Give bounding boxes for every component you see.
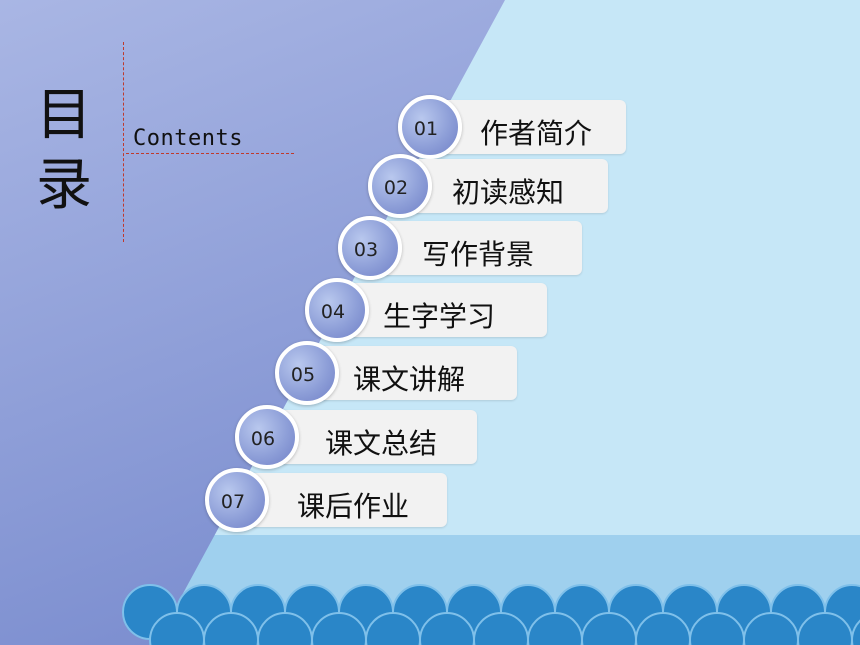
menu-pill: [398, 159, 608, 213]
horizontal-guide-line: [126, 153, 294, 154]
number-badge: [338, 216, 402, 280]
number-badge: [305, 278, 369, 342]
menu-label: 作者简介: [480, 117, 593, 150]
page-title-char-2: 录: [36, 153, 92, 218]
number-badge: [398, 95, 462, 159]
menu-number: 01: [413, 118, 439, 140]
wave-pattern: [122, 584, 860, 645]
wave-scallop: [851, 619, 860, 645]
number-badge: [205, 468, 269, 532]
page-title-char-1: 目: [36, 83, 92, 148]
menu-number: 05: [290, 364, 316, 386]
menu-number: 03: [353, 239, 379, 261]
menu-pill: [305, 346, 517, 400]
menu-label: 生字学习: [383, 300, 496, 333]
menu-pill: [335, 283, 547, 337]
vertical-guide-line: [123, 42, 124, 242]
menu-label: 课文总结: [325, 427, 438, 460]
menu-number: 02: [383, 177, 409, 199]
menu-label: 写作背景: [422, 238, 535, 271]
menu-number: 07: [220, 491, 246, 513]
number-badge: [235, 405, 299, 469]
menu-number: 04: [320, 301, 346, 323]
menu-label: 初读感知: [452, 176, 565, 209]
menu-label: 课文讲解: [353, 363, 466, 396]
page-subtitle: Contents: [133, 126, 243, 151]
menu-pill: [368, 221, 582, 275]
number-badge: [368, 154, 432, 218]
menu-number: 06: [250, 428, 276, 450]
number-badge: [275, 341, 339, 405]
menu-pill: [265, 410, 477, 464]
menu-label: 课后作业: [297, 490, 410, 523]
menu-pill: [235, 473, 447, 527]
